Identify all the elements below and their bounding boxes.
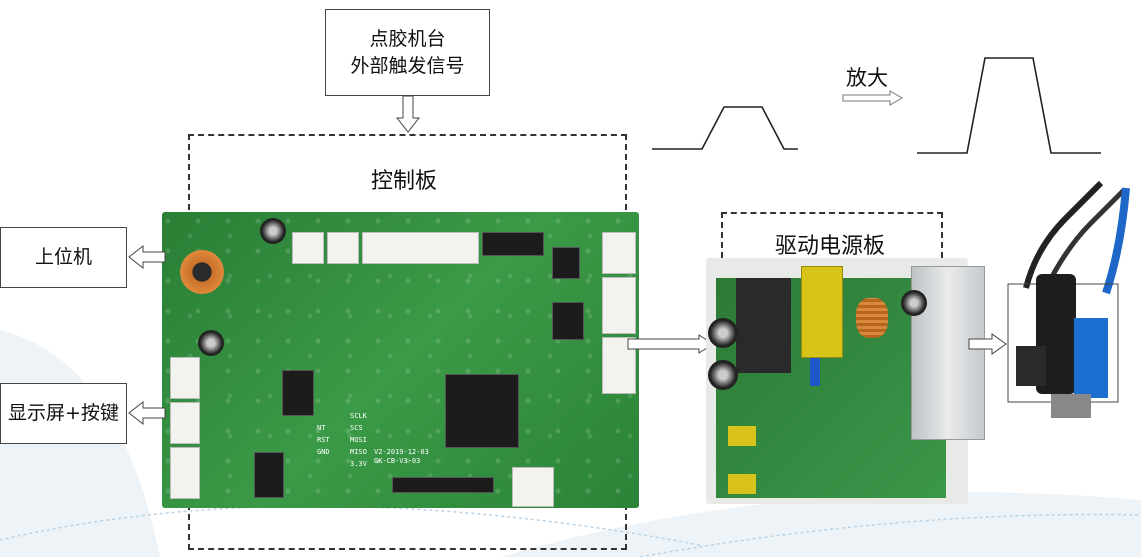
mcu-chip xyxy=(445,374,519,448)
trigger-signal-line2: 外部触发信号 xyxy=(350,54,465,77)
capacitor xyxy=(260,218,286,244)
ic-chip xyxy=(254,452,284,498)
trigger-signal-box: 点胶机台 外部触发信号 xyxy=(325,9,490,96)
silk-nt: NT xyxy=(317,424,326,432)
right-arrow-icon xyxy=(627,334,714,354)
left-arrow-icon xyxy=(128,400,166,426)
yellow-cap xyxy=(728,426,756,446)
driver-board-region xyxy=(721,212,943,258)
display-keys-label: 显示屏+按键 xyxy=(8,402,119,424)
connector xyxy=(170,357,200,399)
dispensing-valve-image xyxy=(1007,180,1130,418)
transformer xyxy=(801,266,843,358)
small-pulse-waveform xyxy=(652,106,798,150)
connector xyxy=(512,467,554,507)
capacitor xyxy=(198,330,224,356)
display-keys-box: 显示屏+按键 xyxy=(0,383,127,444)
ic-chip xyxy=(482,232,544,256)
connector xyxy=(602,232,636,274)
blue-cap xyxy=(810,358,820,386)
connector xyxy=(292,232,324,264)
right-arrow-icon xyxy=(968,333,1007,355)
connector xyxy=(602,277,636,334)
connector xyxy=(362,232,479,264)
yellow-cap xyxy=(728,474,756,494)
ic-chip xyxy=(552,302,584,340)
control-board-label: 控制板 xyxy=(371,169,438,194)
silk-mosi: MOSI xyxy=(350,436,367,444)
toroid-inductor xyxy=(180,250,224,294)
host-pc-label: 上位机 xyxy=(34,246,92,268)
amplify-label: 放大 xyxy=(846,66,888,90)
ic-chip xyxy=(552,247,580,279)
left-arrow-icon xyxy=(128,244,166,270)
ic-chip xyxy=(282,370,314,416)
silk-rst: RST xyxy=(317,436,330,444)
large-pulse-waveform xyxy=(917,57,1101,154)
silk-gnd: GND xyxy=(317,448,330,456)
connector xyxy=(327,232,359,264)
capacitor xyxy=(708,318,738,348)
ic-chip xyxy=(392,477,494,493)
silk-3v3: 3.3V xyxy=(350,460,367,468)
amplify-arrow-icon xyxy=(842,90,903,106)
control-board-pcb-image: SCLK SCS MOSI MISO 3.3V NT RST GND V2-20… xyxy=(162,212,639,508)
inductor xyxy=(856,298,888,338)
connector xyxy=(170,402,200,444)
capacitor xyxy=(708,360,738,390)
driver-board-label: 驱动电源板 xyxy=(775,234,886,259)
silk-revision: V2-2019-12-03 GK-CB-V3-03 xyxy=(374,448,429,465)
silk-miso: MISO xyxy=(350,448,367,456)
connector xyxy=(170,447,200,499)
host-pc-box: 上位机 xyxy=(0,227,127,288)
silk-sclk: SCLK xyxy=(350,412,367,420)
trigger-signal-line1: 点胶机台 xyxy=(369,27,446,50)
heatsink xyxy=(736,278,791,373)
down-arrow-icon xyxy=(395,95,421,133)
silk-scs: SCS xyxy=(350,424,363,432)
driver-board-pcb-image xyxy=(706,258,985,504)
capacitor xyxy=(901,290,927,316)
